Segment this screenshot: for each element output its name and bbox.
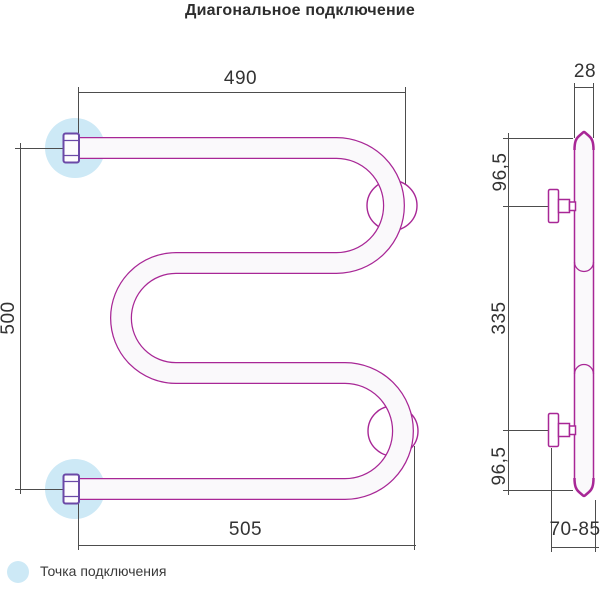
front-view-pipe (79, 137, 414, 500)
dim-width-bottom: 505 (228, 519, 263, 540)
side-pipe-seam-lower (573, 363, 595, 375)
fitting-nut-body (62, 132, 80, 164)
bracket-flange (547, 412, 560, 448)
dim-wall-distance: 70-85 (549, 519, 600, 540)
dim-bottom-offset: 96,5 (489, 446, 510, 486)
dimension-lines (15, 83, 599, 552)
pipe-fitting-top (62, 132, 80, 164)
side-pipe-top-cap (573, 130, 595, 151)
pipe-fitting-bottom (62, 473, 80, 505)
side-pipe-outline (573, 131, 595, 497)
fitting-nut-facets (64, 139, 79, 157)
bracket-clamp (568, 201, 577, 212)
dim-middle-span: 335 (489, 301, 510, 335)
wall-bracket-bottom (547, 412, 577, 448)
fitting-nut-facets (64, 480, 79, 498)
side-view-pipe (573, 130, 595, 498)
side-pipe-bottom-cap (573, 477, 595, 498)
wall-bracket-top (547, 188, 577, 224)
side-pipe-seam-upper (573, 261, 595, 273)
dim-depth: 28 (573, 61, 597, 82)
page-title: Диагональное подключение (185, 2, 415, 19)
dim-top-offset: 96,5 (490, 152, 511, 192)
bracket-stem (557, 422, 571, 438)
bracket-stem (557, 198, 571, 214)
bracket-clamp (568, 425, 577, 436)
pipe-body (79, 138, 413, 499)
connection-point-marker (7, 561, 29, 583)
dim-width-top: 490 (223, 68, 258, 89)
bracket-flange (547, 188, 560, 224)
dim-height: 500 (0, 301, 19, 335)
legend: Точка подключения (0, 556, 600, 590)
fitting-nut-body (62, 473, 80, 505)
connection-point-label: Точка подключения (40, 563, 167, 579)
